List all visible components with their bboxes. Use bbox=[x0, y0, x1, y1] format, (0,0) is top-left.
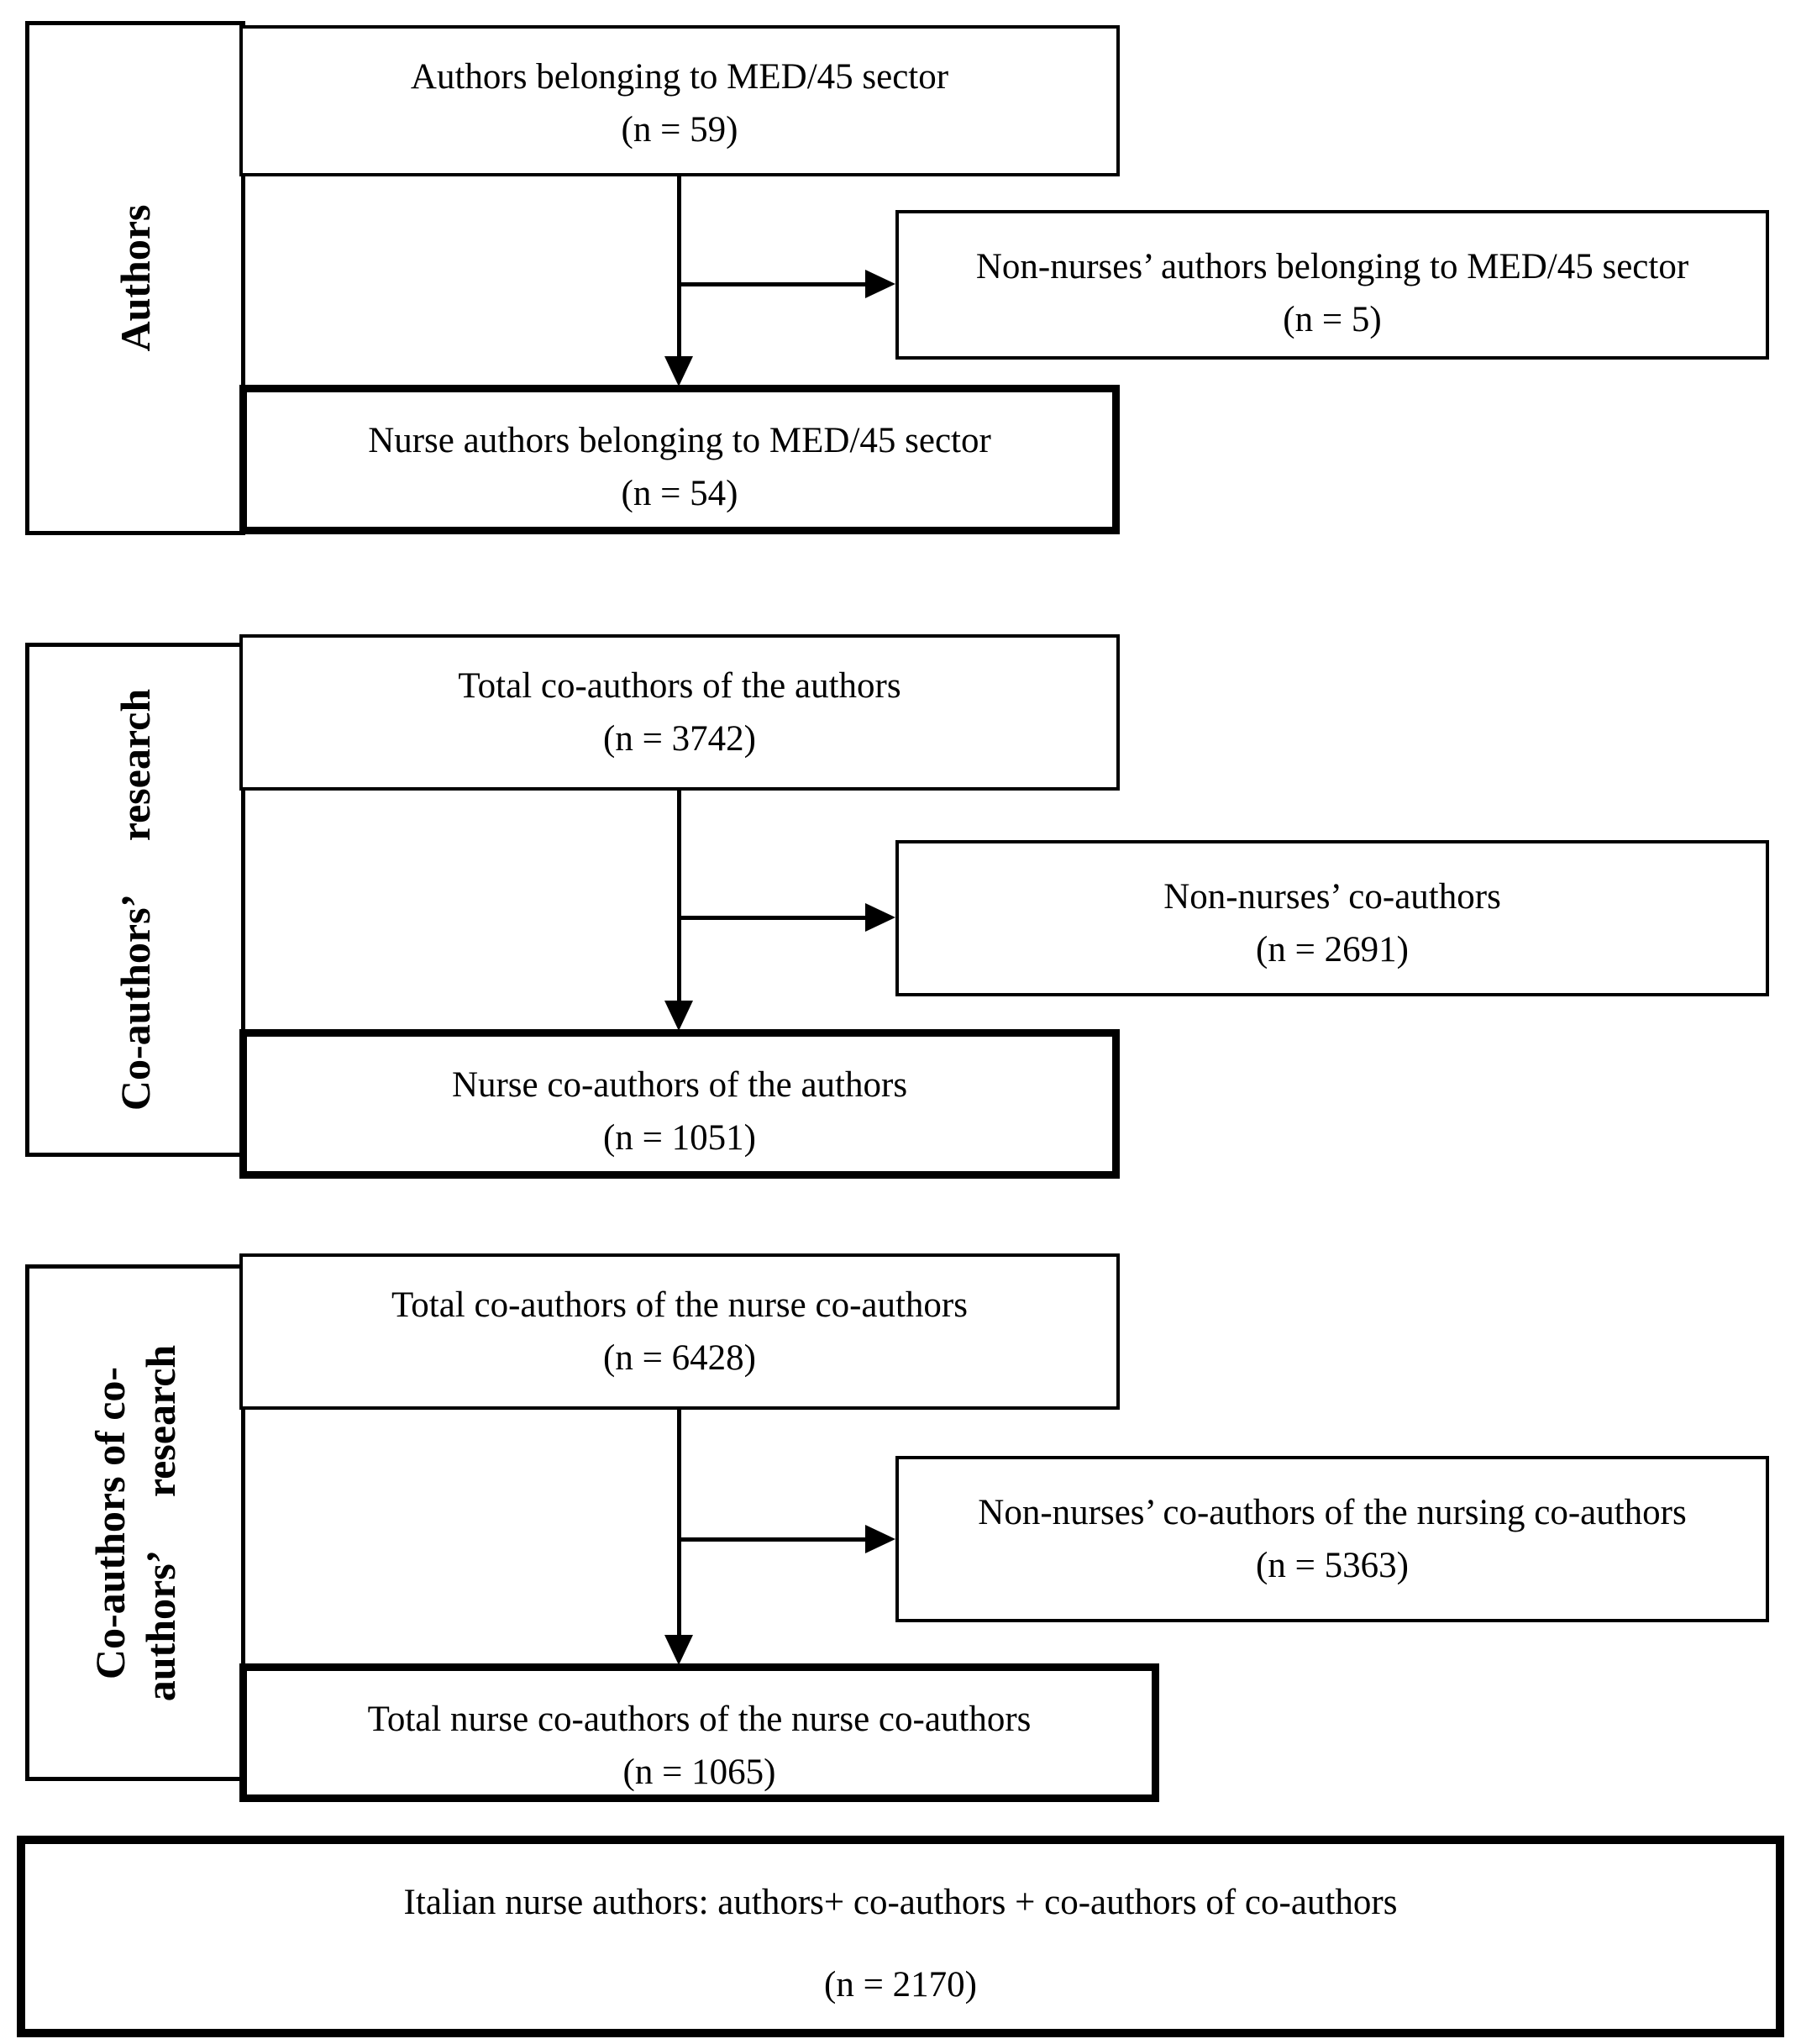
box-count: (n = 6428) bbox=[603, 1338, 756, 1378]
box-label: Total co-authors of the authors bbox=[458, 666, 901, 706]
sidebar-label-coauthors-research: Co-authors’ research bbox=[112, 688, 159, 1111]
box-label: Total co-authors of the nurse co-authors bbox=[391, 1285, 968, 1325]
connector-right-line bbox=[679, 1537, 867, 1542]
sidebar-label-coauthors-of-coauthors: Co-authors of co-authors’ research bbox=[87, 1344, 184, 1701]
connector-down-line bbox=[677, 173, 681, 358]
box-nurse-coauthors-result: Nurse co-authors of the authors (n = 105… bbox=[239, 1029, 1120, 1179]
box-count: (n = 2691) bbox=[1256, 930, 1409, 969]
connector-right-line bbox=[679, 916, 867, 920]
box-label: Italian nurse authors: authors+ co-autho… bbox=[403, 1883, 1398, 1922]
box-nurse-coauthors-of-coauthors-result: Total nurse co-authors of the nurse co-a… bbox=[239, 1663, 1159, 1802]
sidebar-box-authors: Authors bbox=[25, 21, 245, 535]
down-arrowhead-icon bbox=[664, 1001, 693, 1031]
box-count: (n = 59) bbox=[621, 110, 738, 150]
box-count: (n = 5) bbox=[1283, 300, 1382, 339]
down-arrowhead-icon bbox=[664, 356, 693, 386]
box-label: Non-nurses’ authors belonging to MED/45 … bbox=[975, 247, 1689, 286]
sidebar-box-coauthors-research: Co-authors’ research bbox=[25, 643, 245, 1157]
box-count: (n = 5363) bbox=[1256, 1546, 1409, 1585]
right-arrowhead-icon bbox=[865, 270, 895, 298]
connector-right-line bbox=[679, 282, 867, 286]
box-authors-total: Authors belonging to MED/45 sector (n = … bbox=[239, 25, 1120, 176]
box-count: (n = 1065) bbox=[622, 1752, 776, 1792]
box-count: (n = 54) bbox=[621, 474, 738, 513]
box-count: (n = 3742) bbox=[603, 719, 756, 759]
right-arrowhead-icon bbox=[865, 1525, 895, 1553]
box-italian-nurse-authors-total: Italian nurse authors: authors+ co-autho… bbox=[17, 1836, 1784, 2037]
box-label: Authors belonging to MED/45 sector bbox=[410, 57, 949, 97]
box-label: Non-nurses’ co-authors bbox=[1163, 877, 1501, 917]
sidebar-box-coauthors-of-coauthors: Co-authors of co-authors’ research bbox=[25, 1264, 245, 1781]
box-coauthors-of-coauthors-excluded: Non-nurses’ co-authors of the nursing co… bbox=[895, 1456, 1769, 1622]
box-label: Non-nurses’ co-authors of the nursing co… bbox=[978, 1493, 1687, 1532]
box-authors-excluded: Non-nurses’ authors belonging to MED/45 … bbox=[895, 210, 1769, 360]
down-arrowhead-icon bbox=[664, 1635, 693, 1665]
box-nurse-authors-result: Nurse authors belonging to MED/45 sector… bbox=[239, 385, 1120, 534]
box-coauthors-excluded: Non-nurses’ co-authors (n = 2691) bbox=[895, 840, 1769, 996]
box-coauthors-of-coauthors-total: Total co-authors of the nurse co-authors… bbox=[239, 1253, 1120, 1410]
box-label: Total nurse co-authors of the nurse co-a… bbox=[367, 1700, 1032, 1739]
connector-down-line bbox=[677, 1407, 681, 1635]
box-coauthors-total: Total co-authors of the authors (n = 374… bbox=[239, 634, 1120, 791]
box-count: (n = 1051) bbox=[603, 1118, 756, 1158]
box-count: (n = 2170) bbox=[824, 1965, 977, 2005]
connector-down-line bbox=[677, 788, 681, 1001]
box-label: Nurse co-authors of the authors bbox=[451, 1065, 908, 1105]
box-label: Nurse authors belonging to MED/45 sector bbox=[368, 421, 991, 460]
right-arrowhead-icon bbox=[865, 903, 895, 932]
sidebar-label-authors: Authors bbox=[112, 204, 159, 352]
